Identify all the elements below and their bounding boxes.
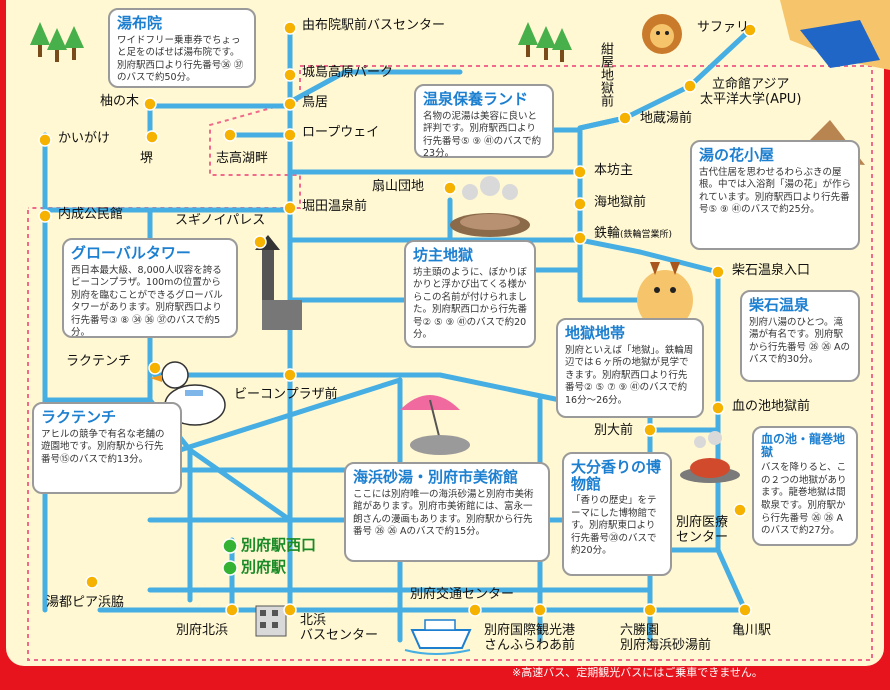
info-box-body: 西日本最大級、8,000人収容を誇るビーコンプラザ。100mの位置から別府を臨む… — [71, 264, 223, 339]
info-box-chinoike: 血の池・龍巻地獄 バスを降りると、この２つの地獄があります。龍巻地獄は間歇泉です… — [752, 426, 858, 546]
info-box-body: ここには別府唯一の海浜砂湯と別府市美術館があります。別府市美術館には、富永一朗さ… — [353, 488, 534, 538]
stop-beppu-iryo: 別府医療 センター — [676, 515, 729, 545]
info-box-title: 柴石温泉 — [749, 296, 810, 314]
info-box-jigoku-chitai: 地獄地帯 別府といえば「地獄」。鉄輪周辺では６ヶ所の地獄が見学できます。別府駅西… — [556, 318, 704, 418]
info-box-title: 湯の花小屋 — [699, 146, 775, 164]
info-box-title: ラクテンチ — [41, 408, 117, 426]
info-box-title: 海浜砂湯・別府市美術館 — [353, 468, 519, 486]
stop-suginoi: スギノイパレス — [175, 213, 266, 228]
station-markers — [222, 538, 238, 576]
stop-chinoike: 血の池地獄前 — [732, 399, 811, 414]
info-box-kaihin: 海浜砂湯・別府市美術館 ここには別府唯一の海浜砂湯と別府市美術館があります。別府… — [344, 462, 550, 562]
info-box-onsen-hoyo: 温泉保養ランド 名物の泥湯は美容に良いと評判です。別府駅西口より行先番号⑤ ⑨ … — [414, 84, 554, 160]
info-box-title: 湯布院 — [117, 14, 163, 32]
stop-honbozu: 本坊主 — [594, 163, 634, 178]
info-box-title: 血の池・龍巻地獄 — [761, 432, 846, 460]
stop-rokushoen: 六勝園 別府海浜砂湯前 — [620, 623, 712, 653]
info-box-bozu: 坊主地獄 坊主頭のように、ぼかりぼかりと浮かび出てくる様からこの名前が付けられま… — [404, 240, 536, 348]
stop-konoki: 柚の木 — [100, 94, 140, 109]
info-box-oita-kaori: 大分香りの博物館 「香りの歴史」をテーマにした博物館です。別府駅東口より行先番号… — [562, 452, 672, 576]
info-box-body: 別府といえば「地獄」。鉄輪周辺では６ヶ所の地獄が見学できます。別府駅西口より行先… — [565, 344, 694, 406]
stop-rakutenchi: ラクテンチ — [66, 354, 132, 369]
stop-beppu-kitahama: 別府北浜 — [176, 623, 229, 638]
stop-shidakako: 志高湖畔 — [216, 151, 269, 166]
stop-beacon: ビーコンプラザ前 — [234, 387, 338, 402]
stop-umi-jigoku: 海地獄前 — [594, 195, 647, 210]
stop-beppu-eki: 別府駅 — [241, 558, 287, 576]
stop-hotta-onsen: 堀田温泉前 — [302, 199, 368, 214]
info-box-title: 地獄地帯 — [565, 324, 626, 342]
ship-icon — [404, 619, 472, 655]
stop-safari: サファリ — [697, 20, 750, 35]
tree-icon — [30, 22, 84, 62]
stop-yuto-hia: 湯都ピア浜脇 — [46, 595, 125, 610]
info-box-body: アヒルの競争で有名な老舗の遊園地です。別府駅から行先番号⑮のバスで約13分。 — [41, 428, 165, 465]
mascot-icon — [780, 0, 890, 70]
info-box-body: 別府八湯のひとつ。滝湯が有名です。別府駅から行先番号 ㉖ ㉖ Aのバスで約30分… — [749, 316, 851, 366]
info-box-yunohana: 湯の花小屋 古代住居を思わせるわらぶきの屋根。中では入浴剤「湯の花」が作られてい… — [690, 140, 860, 250]
stop-shiraishi-iriguchi: 柴石温泉入口 — [732, 263, 811, 278]
stop-ritsumeikan: 立命館アジア 太平洋大学(APU) — [700, 77, 802, 107]
info-box-shiraishi: 柴石温泉 別府八湯のひとつ。滝湯が有名です。別府駅から行先番号 ㉖ ㉖ Aのバス… — [740, 290, 860, 382]
stop-beppu-kotsu: 別府交通センター — [410, 587, 515, 602]
stop-kitahama-bus: 北浜 バスセンター — [300, 613, 379, 643]
stop-torii: 鳥居 — [302, 95, 329, 110]
stop-beppu-nishiguchi: 別府駅西口 — [241, 536, 317, 554]
stop-yufuin-bus-center: 由布院駅前バスセンター — [302, 18, 446, 33]
stop-konya-jigoku: 紺屋地獄前 — [597, 42, 613, 107]
info-box-title: 温泉保養ランド — [423, 90, 529, 108]
stop-sensan-danchi: 扇山団地 — [372, 179, 425, 194]
info-box-title: グローバルタワー — [71, 244, 191, 262]
stop-sakai: 堺 — [140, 151, 154, 166]
tower-icon — [255, 235, 302, 330]
area-boundary — [27, 65, 873, 661]
onsen-icon — [450, 176, 530, 237]
info-box-title: 大分香りの博物館 — [571, 458, 662, 493]
info-box-yufuin: 湯布院 ワイドフリー乗車券でちょっと足をのばせば湯布院です。別府駅西口より行先番… — [108, 8, 256, 88]
tree-icon — [518, 22, 572, 62]
footnote: ※高速バス、定期観光バスにはご乗車できません。 — [512, 666, 763, 679]
stop-jonoshima: 城島高原パーク — [302, 65, 394, 80]
stop-kaigake: かいがけ — [58, 131, 111, 146]
info-box-body: 坊主頭のように、ぼかりぼかりと浮かび出てくる様からこの名前が付けられました。別府… — [413, 266, 528, 341]
stop-kannawa-sub: (鉄輪営業所) — [620, 230, 673, 240]
info-box-body: ワイドフリー乗車券でちょっと足をのばせば湯布院です。別府駅西口より行先番号㊱ ㊲… — [117, 34, 244, 84]
stop-jizoyu: 地蔵湯前 — [640, 111, 693, 126]
stop-kokusai-kanko: 別府国際観光港 さんふらわあ前 — [484, 623, 576, 653]
bus-stop-markers — [38, 21, 757, 617]
info-box-global-tower: グローバルタワー 西日本最大級、8,000人収容を誇るビーコンプラザ。100mの… — [62, 238, 238, 338]
umbrella-icon — [400, 395, 470, 455]
stop-beppu-daimae: 別大前 — [594, 423, 634, 438]
info-box-rakutenchi: ラクテンチ アヒルの競争で有名な老舗の遊園地です。別府駅から行先番号⑮のバスで約… — [32, 402, 182, 494]
oni-icon — [637, 262, 693, 330]
info-box-body: 名物の泥湯は美容に良いと評判です。別府駅西口より行先番号⑤ ⑨ ㊶のバスで約23… — [423, 110, 542, 160]
building-icon — [255, 605, 287, 637]
stop-kamegawa: 亀川駅 — [732, 623, 772, 638]
info-box-title: 坊主地獄 — [413, 246, 474, 264]
stop-ropeway: ロープウェイ — [302, 125, 380, 140]
onsen-icon — [680, 431, 740, 483]
info-box-body: 古代住居を思わせるわらぶきの屋根。中では入浴剤「湯の花」が作られています。別府駅… — [699, 166, 852, 216]
info-box-body: バスを降りると、この２つの地獄があります。龍巻地獄は間歇泉です。別府駅から行先番… — [761, 462, 847, 537]
stop-kannawa: 鉄輪(鉄輪営業所) — [594, 226, 673, 241]
info-box-body: 「香りの歴史」をテーマにした博物館です。別府駅東口より行先番号⑳のバスで約20分… — [571, 495, 657, 557]
stop-naijo-kominkan: 内成公民館 — [58, 207, 124, 222]
lion-icon — [642, 14, 682, 54]
